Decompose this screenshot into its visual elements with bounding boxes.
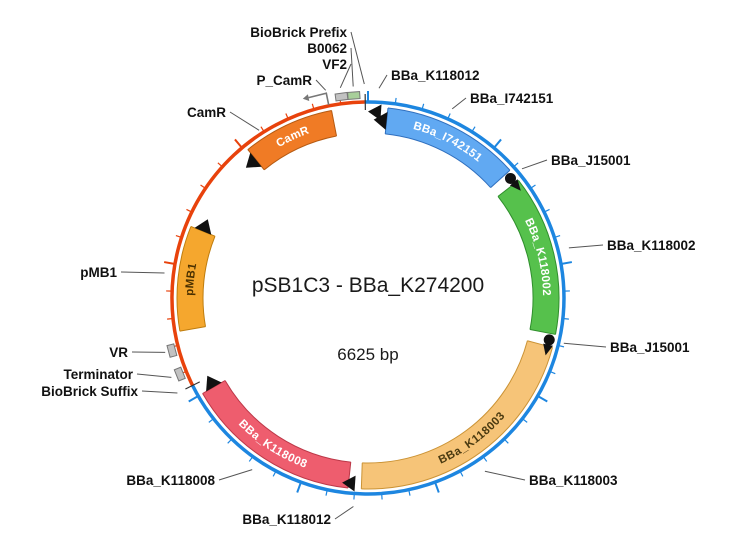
feature-callout-label[interactable]: BBa_J15001 — [551, 153, 631, 168]
label-leader-line — [121, 272, 165, 273]
label-leader-line — [230, 112, 259, 130]
feature-callout-label[interactable]: BBa_K118008 — [126, 473, 215, 488]
label-leader-line — [137, 374, 171, 377]
feature-callout-label[interactable]: BBa_K118002 — [607, 238, 696, 253]
feature-callout-label[interactable]: VR — [109, 345, 128, 360]
label-leader-line — [219, 470, 252, 480]
feature-BBa_K118008[interactable] — [214, 387, 350, 475]
plasmid-backbone — [172, 102, 564, 494]
label-leader-line — [522, 160, 547, 169]
feature-callout-label[interactable]: pMB1 — [80, 265, 117, 280]
feature-BBa_I742151[interactable] — [387, 121, 501, 179]
feature-callout-label[interactable]: CamR — [187, 105, 226, 120]
label-leader-line — [452, 98, 466, 109]
feature-callout-label[interactable]: BioBrick Prefix — [250, 25, 347, 40]
marker-BBa_K118012[interactable] — [368, 105, 382, 121]
plasmid-title: pSB1C3 - BBa_K274200 — [252, 274, 484, 297]
feature-callout-label[interactable]: BBa_K118012 — [242, 512, 331, 527]
promoter-arrowhead — [303, 94, 310, 101]
feature-callout-label[interactable]: Terminator — [63, 367, 133, 382]
label-leader-line — [564, 343, 606, 347]
label-leader-line — [335, 507, 353, 520]
promoter-P_CamR[interactable] — [309, 93, 329, 105]
feature-callout-label[interactable]: B0062 — [307, 41, 347, 56]
marker-BBa_J15001[interactable] — [544, 334, 555, 345]
feature-callout-label[interactable]: VF2 — [322, 57, 347, 72]
feature-callout-label[interactable]: P_CamR — [256, 73, 312, 88]
feature-arcs: CamRpMB1BBa_I742151BBa_K118002BBa_K11800… — [177, 108, 559, 489]
label-leader-line — [316, 80, 326, 90]
plasmid-length: 6625 bp — [337, 345, 398, 364]
label-leader-line — [569, 245, 603, 248]
label-leader-line — [379, 75, 387, 88]
site-B0062[interactable] — [348, 92, 360, 100]
feature-callout-label[interactable]: BBa_I742151 — [470, 91, 554, 106]
site-VF2[interactable] — [335, 92, 348, 101]
feature-callout-label[interactable]: BBa_K118012 — [391, 68, 480, 83]
label-leader-line — [351, 48, 353, 87]
feature-callout-label[interactable]: BBa_J15001 — [610, 340, 690, 355]
label-leader-line — [142, 391, 177, 393]
feature-callout-label[interactable]: BioBrick Suffix — [41, 384, 138, 399]
label-leader-line — [485, 471, 525, 480]
feature-callout-label[interactable]: BBa_K118003 — [529, 473, 618, 488]
